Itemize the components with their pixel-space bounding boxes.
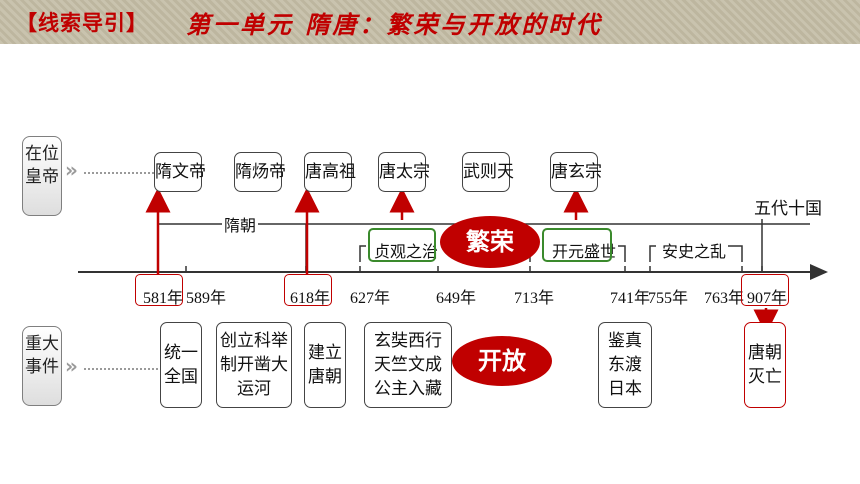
unit-title: 第一单元 隋唐：繁荣与开放的时代 bbox=[186, 10, 603, 39]
year-581-highlight bbox=[135, 274, 183, 306]
event-xuanzang-wencheng: 玄奘西行天竺文成公主入藏 bbox=[364, 322, 452, 408]
emperor-sui-wendi: 隋文帝 bbox=[154, 152, 206, 192]
dotted-leader bbox=[84, 172, 154, 174]
event-unify-country: 统一全国 bbox=[160, 322, 202, 408]
highlight-zhenguan bbox=[368, 228, 436, 262]
highlight-kaiyuan bbox=[542, 228, 612, 262]
year-581: 581年 bbox=[143, 290, 184, 307]
event-found-tang: 建立唐朝 bbox=[304, 322, 346, 408]
year-763: 763年 bbox=[704, 290, 745, 307]
emperor-wu-zetian: 武则天 bbox=[462, 152, 514, 192]
event-jianzhen-japan: 鉴真东渡日本 bbox=[598, 322, 652, 408]
label-kaiyuan: 开元盛世 bbox=[550, 238, 619, 262]
emperors-row-label: 在位皇帝 bbox=[22, 136, 62, 216]
header-banner: 【线索导引】 第一单元 隋唐：繁荣与开放的时代 bbox=[0, 0, 860, 44]
event-tang-fall: 唐朝灭亡 bbox=[744, 322, 786, 408]
emperor-sui-yangdi: 隋炀帝 bbox=[234, 152, 286, 192]
section-tag: 【线索导引】 bbox=[16, 11, 148, 35]
label-zhenguan: 贞观之治 bbox=[372, 238, 441, 262]
year-907: 907年 bbox=[747, 290, 788, 307]
dotted-leader bbox=[84, 368, 158, 370]
label-sui-dynasty: 隋朝 bbox=[222, 212, 259, 236]
year-618-highlight bbox=[284, 274, 332, 306]
year-907-highlight bbox=[741, 274, 789, 306]
emperor-tang-taizong: 唐太宗 bbox=[378, 152, 430, 192]
year-713: 713年 bbox=[514, 290, 555, 307]
emperor-tang-gaozu: 唐高祖 bbox=[304, 152, 356, 192]
oval-prosperity: 繁荣 bbox=[440, 216, 540, 268]
events-row-label: 重大事件 bbox=[22, 326, 62, 406]
year-627: 627年 bbox=[350, 290, 391, 307]
oval-openness: 开放 bbox=[452, 336, 552, 386]
year-741: 741年 bbox=[610, 290, 651, 307]
chevron-right-icon: » bbox=[65, 354, 78, 378]
year-649: 649年 bbox=[436, 290, 477, 307]
year-755: 755年 bbox=[648, 290, 689, 307]
label-anshi-rebellion: 安史之乱 bbox=[660, 238, 729, 262]
year-589: 589年 bbox=[186, 290, 227, 307]
emperor-tang-xuanzong: 唐玄宗 bbox=[550, 152, 602, 192]
chevron-right-icon: » bbox=[65, 158, 78, 182]
event-keju-grand-canal: 创立科举制开凿大运河 bbox=[216, 322, 292, 408]
label-five-dynasties: 五代十国 bbox=[752, 194, 824, 219]
year-618: 618年 bbox=[290, 290, 331, 307]
